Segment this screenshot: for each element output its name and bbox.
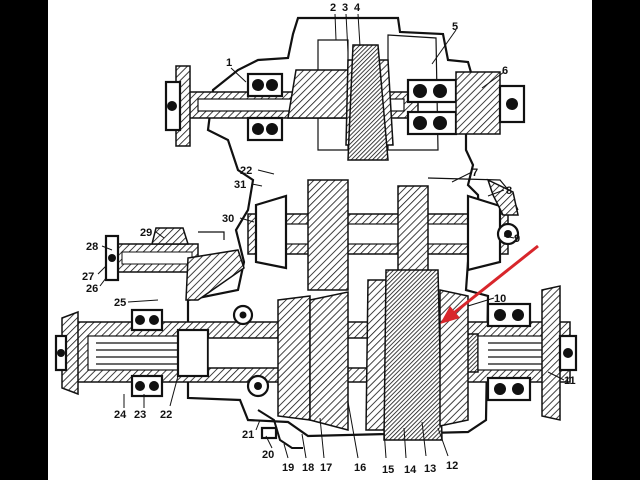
label-17: 17: [320, 462, 332, 474]
label-24: 24: [114, 409, 127, 421]
pointer-arrow: [440, 244, 539, 324]
label-12: 12: [446, 460, 458, 472]
label-28: 28: [86, 241, 98, 253]
label-26: 26: [86, 283, 98, 295]
intermediate-shaft: [247, 177, 520, 291]
upper-shaft: [164, 44, 526, 161]
label-27: 27: [82, 271, 94, 283]
label-31: 31: [234, 179, 246, 191]
label-2: 2: [330, 2, 336, 14]
label-6: 6: [502, 65, 508, 77]
label-25: 25: [114, 297, 126, 309]
label-16: 16: [354, 462, 366, 474]
leader-lines: [97, 13, 565, 459]
bearing-lower-left: [130, 308, 164, 398]
label-3: 3: [342, 2, 348, 14]
label-8: 8: [506, 185, 512, 197]
label-29: 29: [140, 227, 152, 239]
label-13: 13: [424, 463, 436, 475]
label-15: 15: [382, 464, 394, 476]
label-18: 18: [302, 462, 314, 474]
label-7: 7: [472, 167, 478, 179]
label-14: 14: [404, 464, 417, 476]
label-9: 9: [514, 233, 520, 245]
label-1: 1: [226, 57, 232, 69]
label-22-lower: 22: [160, 409, 172, 421]
bearing-upper-left: [246, 72, 284, 142]
label-23: 23: [134, 409, 146, 421]
label-11: 11: [564, 375, 576, 387]
label-30: 30: [222, 213, 234, 225]
transfer-case-drawing: 1 2 3 4 5 6 7 8 9 10 11 12 13 14 15 16 1…: [54, 2, 578, 476]
bearing-upper-right: [406, 78, 458, 136]
label-5: 5: [452, 21, 458, 33]
label-4: 4: [354, 2, 361, 14]
main-gears: [232, 269, 469, 441]
diagram-sheet: 1 2 3 4 5 6 7 8 9 10 11 12 13 14 15 16 1…: [48, 0, 592, 480]
label-20: 20: [262, 449, 274, 461]
label-19: 19: [282, 462, 294, 474]
label-10: 10: [494, 293, 506, 305]
shift-fork: [104, 227, 245, 301]
label-21: 21: [242, 429, 254, 441]
label-22-upper: 22: [240, 165, 252, 177]
bearing-lower-right: [486, 302, 532, 402]
callout-labels: 1 2 3 4 5 6 7 8 9 10 11 12 13 14 15 16 1…: [82, 2, 576, 476]
drain-plug: [257, 409, 303, 449]
